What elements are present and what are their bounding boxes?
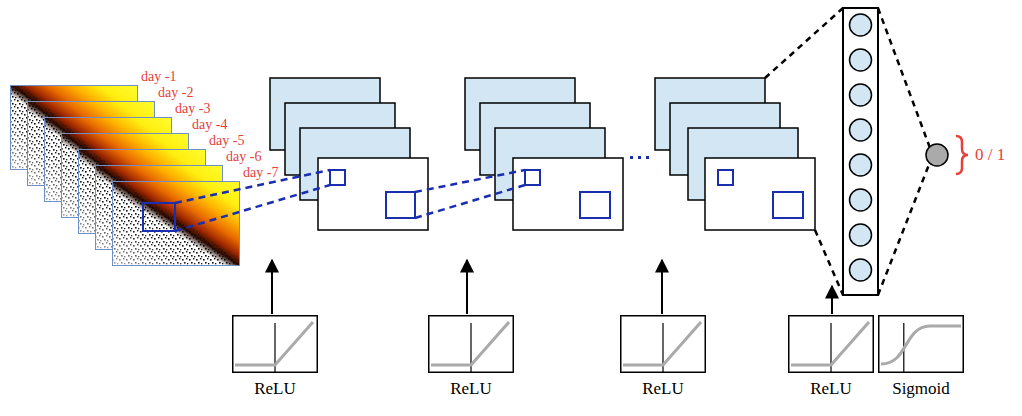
activation-name: ReLU — [810, 380, 852, 397]
activation-plot — [428, 315, 514, 373]
ellipsis-dots — [630, 156, 649, 159]
day-label: day -6 — [226, 150, 261, 164]
activation-plot — [232, 315, 318, 373]
dense-layer — [765, 8, 948, 295]
activation-box: ReLU — [428, 315, 514, 373]
activation-name: ReLU — [450, 380, 492, 397]
activation-plot — [788, 315, 874, 373]
activation-box: ReLU — [232, 315, 318, 373]
activation-arrows — [272, 260, 832, 314]
output-brace — [956, 136, 968, 174]
activation-name: ReLU — [254, 380, 296, 397]
input-heatmaps — [10, 85, 240, 266]
activation-plot — [620, 315, 706, 373]
day-label: day -7 — [243, 166, 278, 180]
day-label: day -4 — [192, 118, 227, 132]
day-label: day -2 — [158, 86, 193, 100]
day-label: day -5 — [209, 134, 244, 148]
activation-box: ReLU — [788, 315, 874, 373]
activation-name: ReLU — [642, 380, 684, 397]
kernel-windows — [330, 170, 803, 218]
output-label: 0 / 1 — [975, 146, 1005, 163]
activation-box: ReLU — [620, 315, 706, 373]
convolution-links — [175, 170, 525, 231]
feature-maps — [270, 78, 815, 230]
activation-box: Sigmoid — [878, 315, 964, 373]
receptive-field — [143, 203, 175, 231]
day-label: day -3 — [175, 102, 210, 116]
activation-plot — [878, 315, 964, 373]
activation-name: Sigmoid — [892, 380, 950, 397]
day-label: day -1 — [141, 70, 176, 84]
